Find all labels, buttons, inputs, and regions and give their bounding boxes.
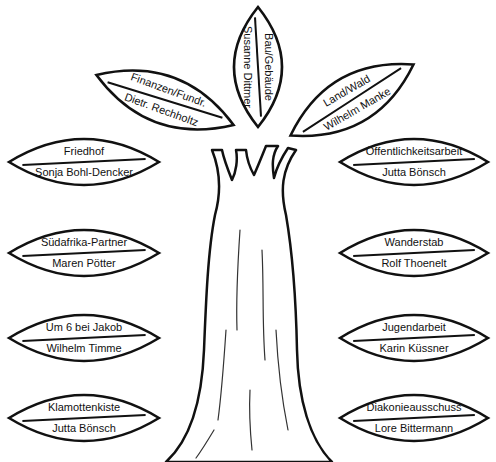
leaf-outline [7,312,161,364]
leaf-vein [22,335,145,341]
leaf-outline [338,227,490,279]
leaf-box: Bau/Gebäude Susanne Dittmer [231,5,285,129]
leaf-box: ÖffentlichkeitsarbeitJutta Bönsch [338,136,490,188]
person-name: Karin Küssner [338,342,490,355]
person-name: Wilhelm Timme [7,342,161,355]
leaf-outline [7,392,161,444]
leaf-vein [22,415,145,421]
leaf-vein [353,250,475,256]
leaf-box: Um 6 bei JakobWilhelm Timme [7,312,161,364]
leaf-vein [353,415,475,421]
leaf-box: FriedhofSonja Bohl-Dencker [7,136,161,188]
leaf-heading: Klamottenkiste [7,401,161,414]
leaf-box: Finanzen/Fundr.Dietr. Rechholtz [85,49,244,151]
leaf-outline [85,49,244,151]
person-name: Jutta Bönsch [338,166,490,179]
leaf-vein [22,159,145,165]
person-name: Rolf Thoenelt [338,257,490,270]
leaf-heading: Öffentlichkeitsarbeit [338,145,490,158]
leaf-heading: Südafrika-Partner [7,236,161,249]
person-name: Maren Pötter [7,257,161,270]
leaf-outline [231,5,285,129]
leaf-heading: Diakonieausschuss [338,401,490,414]
leaf-outline [338,392,490,444]
leaf-outline [338,136,490,188]
leaf-heading: Wanderstab [338,236,490,249]
leaf-vein [353,159,475,165]
leaf-box: JugendarbeitKarin Küssner [338,312,490,364]
leaf-box: KlamottenkisteJutta Bönsch [7,392,161,444]
person-name: Susanne Dittmer [241,5,254,129]
leaf-vein [255,17,261,116]
leaf-heading: Friedhof [7,145,161,158]
leaf-outline [7,227,161,279]
leaf-box: DiakonieausschussLore Bittermann [338,392,490,444]
leaf-box: WanderstabRolf Thoenelt [338,227,490,279]
leaf-outline [7,136,161,188]
leaf-outline [338,312,490,364]
person-name: Sonja Bohl-Dencker [7,166,161,179]
person-name: Jutta Bönsch [7,422,161,435]
leaf-vein [300,68,404,132]
leaf-heading: Jugendarbeit [338,321,490,334]
leaf-heading: Um 6 bei Jakob [7,321,161,334]
leaf-shape [88,52,242,147]
leaf-heading: Bau/Gebäude [262,5,275,129]
person-name: Lore Bittermann [338,422,490,435]
leaf-vein [22,250,145,256]
leaf-box: Südafrika-PartnerMaren Pötter [7,227,161,279]
leaf-vein [353,335,475,341]
